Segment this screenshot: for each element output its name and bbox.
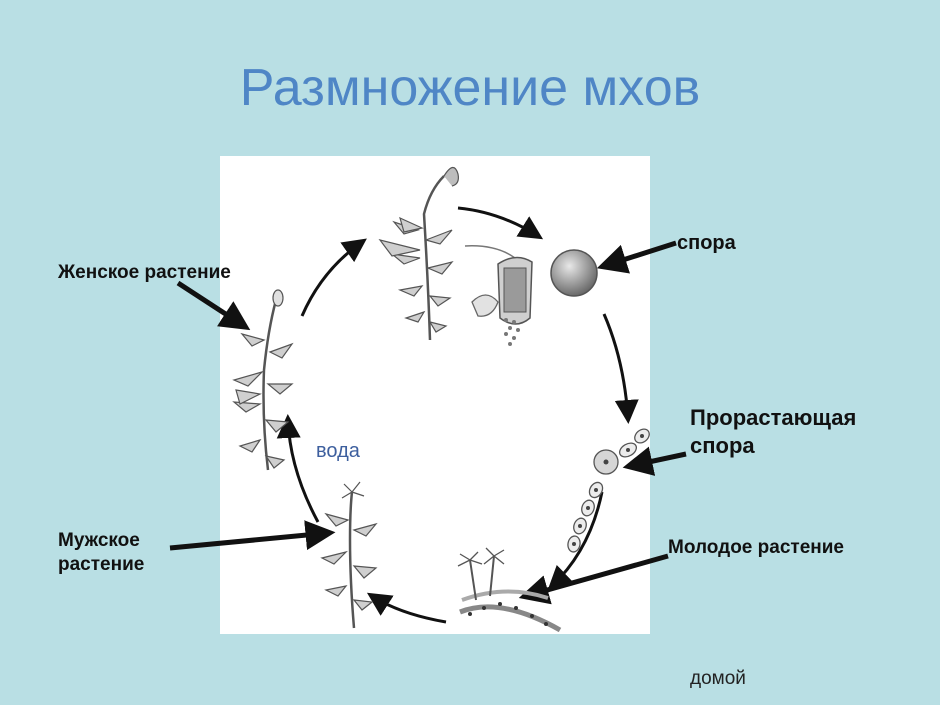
label-male-plant-line2: растение [58, 553, 145, 575]
male-plant-illustration [320, 481, 378, 629]
label-germinating-spore-line2: спора [690, 432, 755, 458]
pointer-young-plant [518, 553, 669, 605]
capsule-illustration [464, 245, 533, 346]
germinating-spore-illustration [567, 428, 650, 553]
label-germinating-spore-line1: Прорастающая [690, 405, 857, 430]
pointer-germinating-spore [622, 446, 687, 476]
home-link[interactable]: домой [690, 668, 746, 689]
label-water: вода [316, 440, 360, 462]
female-plant-illustration [232, 289, 294, 471]
label-young-plant: Молодое растение [668, 537, 844, 558]
cycle-arrow-left [276, 414, 320, 523]
pointer-spore [596, 240, 677, 274]
label-male-plant-line1: Мужское [58, 530, 140, 551]
cycle-arrow-right-upper [602, 313, 639, 424]
cycle-arrow-top-left [300, 238, 367, 317]
pointer-arrows [169, 240, 687, 605]
cycle-arrow-bottom [366, 592, 447, 624]
cycle-arrow-top [457, 206, 544, 240]
mature-plant-illustration [378, 166, 459, 341]
young-plant-illustration [457, 547, 562, 633]
label-female-plant: Женское растение [58, 262, 231, 283]
cycle-arrows [276, 206, 639, 624]
slide-title: Размножение мхов [239, 59, 701, 117]
spore-illustration [550, 249, 598, 297]
label-male-plant: Мужское растение [58, 529, 144, 577]
pointer-female-plant [176, 280, 251, 331]
label-spore: спора [677, 232, 736, 254]
cycle-arrow-right-lower [547, 491, 604, 591]
label-germinating-spore: Прорастающая спора [690, 404, 856, 459]
pointer-male-plant [169, 520, 336, 551]
